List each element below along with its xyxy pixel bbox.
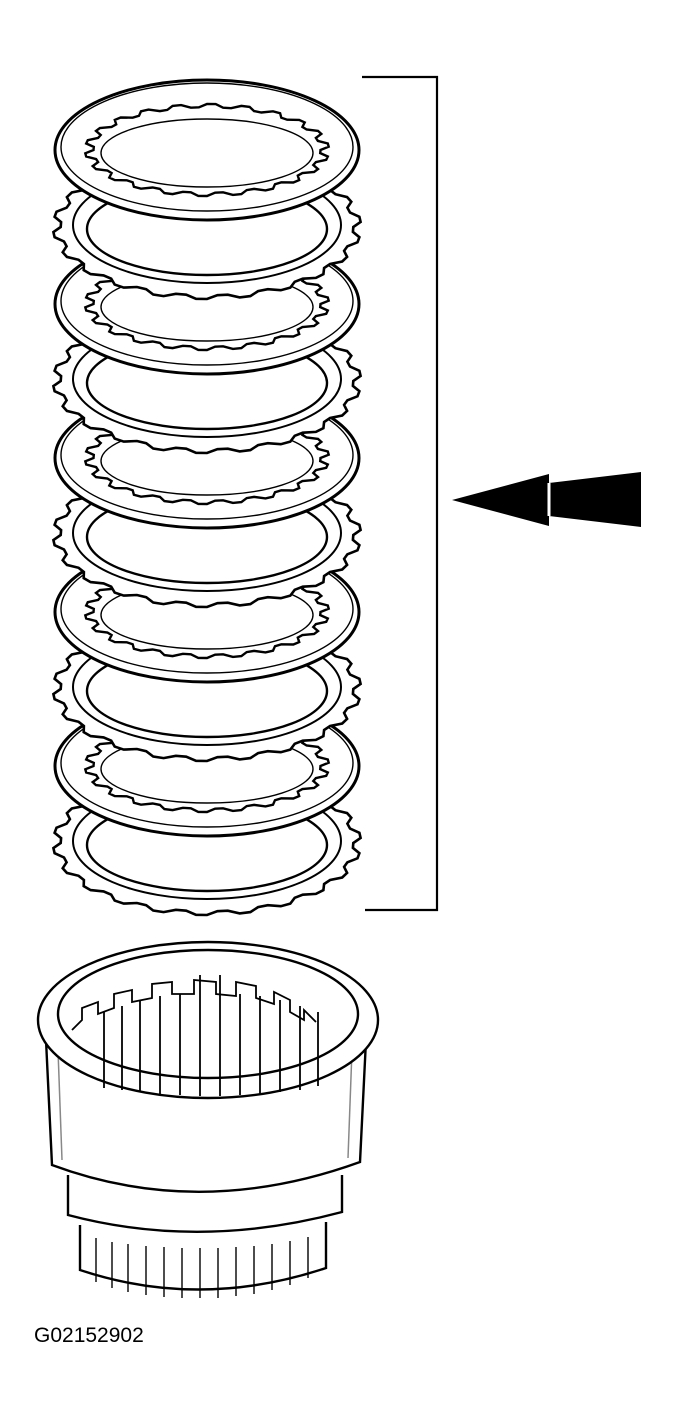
pointer-arrow-icon [452,472,641,527]
figure-id-label: G02152902 [34,1324,144,1347]
clutch-plate-stack [51,78,363,917]
stack-bracket [362,75,439,912]
clutch-hub [36,940,380,1298]
steel-plate [53,78,361,222]
hub-spline-shaft [78,1222,328,1298]
